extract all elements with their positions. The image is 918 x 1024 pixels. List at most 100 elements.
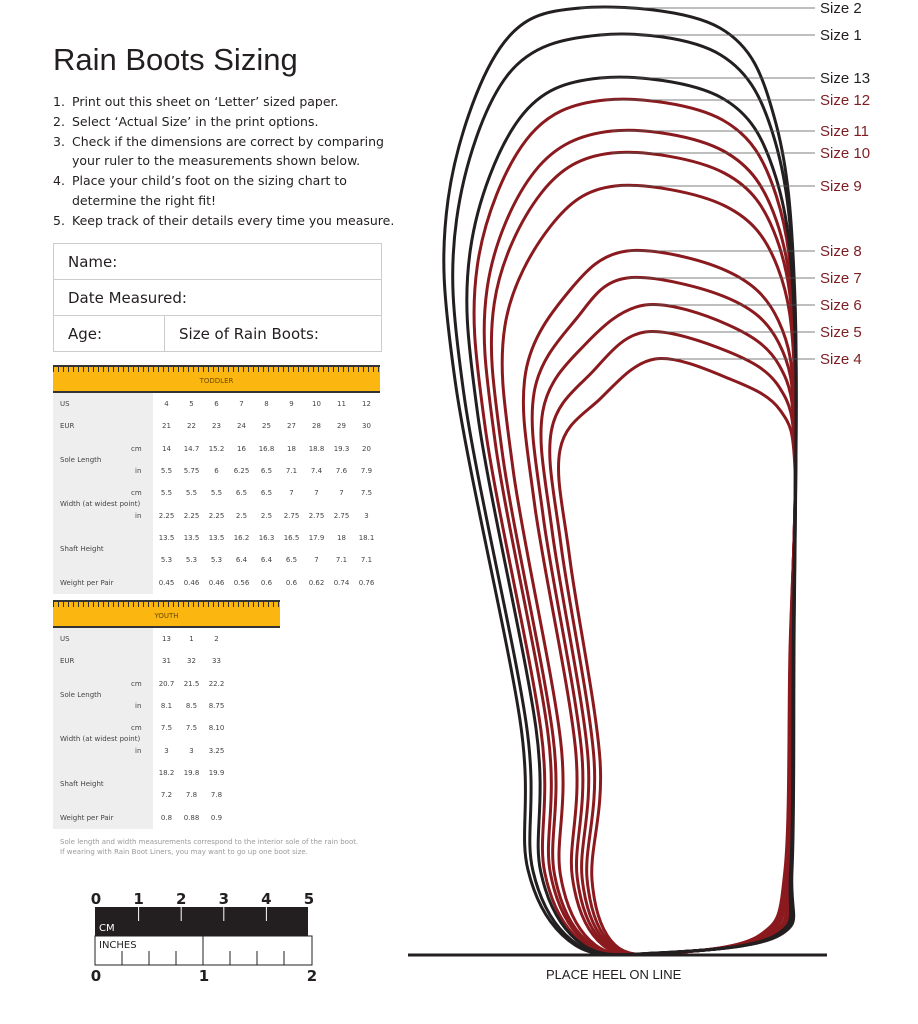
cell-value: 7.8 — [185, 791, 198, 800]
cell-value: 6.5 — [260, 467, 273, 476]
age-field[interactable]: Age: — [54, 316, 165, 351]
cell-value: 16.5 — [283, 533, 300, 542]
cell-value: 19.3 — [333, 444, 350, 453]
cell-value: 16 — [237, 444, 246, 453]
cell-value: 18.2 — [158, 768, 175, 777]
date-measured-field[interactable]: Date Measured: — [68, 288, 187, 307]
cell-value: 0.74 — [333, 578, 350, 587]
cm-tick-label: 3 — [219, 890, 229, 908]
cell-value: 19.9 — [208, 768, 225, 777]
cell-value: 5.5 — [210, 489, 223, 498]
size-label: Size 5 — [820, 324, 862, 341]
cell-value: 8.10 — [208, 724, 225, 733]
cell-value: 7.1 — [335, 556, 348, 565]
cell-value: 0.45 — [158, 578, 175, 587]
cell-value: 5 — [189, 400, 194, 409]
page-title: Rain Boots Sizing — [53, 42, 298, 77]
cell-value: 7 — [314, 489, 319, 498]
cell-value: 0.56 — [233, 578, 250, 587]
ruler-ticks — [53, 600, 280, 607]
cell-value: 4 — [164, 400, 169, 409]
cell-value: 6.5 — [285, 556, 298, 565]
cell-value: 7.8 — [210, 791, 223, 800]
cell-value: 7.5 — [185, 724, 198, 733]
cm-tick-label: 5 — [304, 890, 314, 908]
row-label-text: Width (at widest point) — [60, 735, 141, 744]
step-number: 2. — [53, 113, 65, 129]
size-label: Size 8 — [820, 243, 862, 260]
name-field[interactable]: Name: — [68, 252, 118, 271]
cell-value: 13.5 — [208, 533, 225, 542]
inch-tick-label: 0 — [91, 967, 101, 985]
cell-value: 0.76 — [358, 578, 375, 587]
cell-value: 5.5 — [185, 489, 198, 498]
size-label: Size 7 — [820, 270, 862, 287]
cell-value: 13 — [162, 635, 171, 644]
cell-value: 15.2 — [208, 444, 225, 453]
boot-size-field[interactable]: Size of Rain Boots: — [179, 324, 319, 343]
size-label: Size 9 — [820, 178, 862, 195]
cell-value: 0.46 — [208, 578, 225, 587]
cell-value: 22.2 — [208, 679, 225, 688]
cell-value: 10 — [312, 400, 321, 409]
table-title: YOUTH — [154, 612, 179, 620]
cell-value: 2.25 — [158, 511, 175, 520]
inch-tick-label: 2 — [307, 967, 317, 985]
step-text: Place your child’s foot on the sizing ch… — [72, 173, 347, 189]
cell-value: 2.25 — [183, 511, 200, 520]
cell-value: 25 — [262, 422, 271, 431]
sizing-note: Sole length and width measurements corre… — [60, 837, 358, 857]
row-label: Sole Length — [53, 437, 153, 483]
cell-value: 7.6 — [335, 467, 348, 476]
inches-label: INCHES — [99, 940, 137, 951]
table-header-bar: TODDLER — [53, 365, 380, 393]
cell-value: 7.4 — [310, 467, 323, 476]
details-form: Name: Date Measured: Age: Size of Rain Bo… — [53, 243, 382, 352]
cell-value: 17.9 — [308, 533, 325, 542]
cell-value: 2.25 — [208, 511, 225, 520]
cell-value: 5.3 — [185, 556, 198, 565]
cell-value: 8.1 — [160, 702, 173, 711]
cell-value: 14.7 — [183, 444, 200, 453]
instruction-step: determine the right fit! — [53, 191, 394, 211]
cell-value: 7.1 — [285, 467, 298, 476]
cell-value: 23 — [212, 422, 221, 431]
instruction-step: 5.Keep track of their details every time… — [53, 211, 394, 231]
unit-label: in — [135, 511, 142, 520]
cell-value: 7 — [314, 556, 319, 565]
cm-tick-label: 1 — [133, 890, 143, 908]
step-number: 5. — [53, 212, 65, 228]
table-header-bar: YOUTH — [53, 600, 280, 628]
size-label: Size 13 — [820, 70, 870, 87]
cell-value: 5.5 — [160, 467, 173, 476]
cell-value: 18.8 — [308, 444, 325, 453]
cell-value: 5.75 — [183, 467, 200, 476]
table-title: TODDLER — [199, 377, 234, 385]
cell-value: 22 — [187, 422, 196, 431]
step-number: 1. — [53, 94, 65, 109]
cell-value: 5.5 — [160, 489, 173, 498]
cell-value: 0.6 — [260, 578, 273, 587]
cell-value: 16.3 — [258, 533, 275, 542]
row-label: Shaft Height — [53, 526, 153, 572]
cell-value: 18.1 — [358, 533, 375, 542]
unit-label: cm — [131, 489, 142, 498]
instruction-step: 4.Place your child’s foot on the sizing … — [53, 171, 394, 191]
cell-value: 20.7 — [158, 679, 175, 688]
foot-outline-size-2 — [442, 5, 798, 957]
instruction-step: your ruler to the measurements shown bel… — [53, 151, 394, 171]
cell-value: 3.25 — [208, 746, 225, 755]
cell-value: 33 — [212, 657, 221, 666]
cell-value: 0.62 — [308, 578, 325, 587]
cell-value: 0.88 — [183, 813, 200, 822]
